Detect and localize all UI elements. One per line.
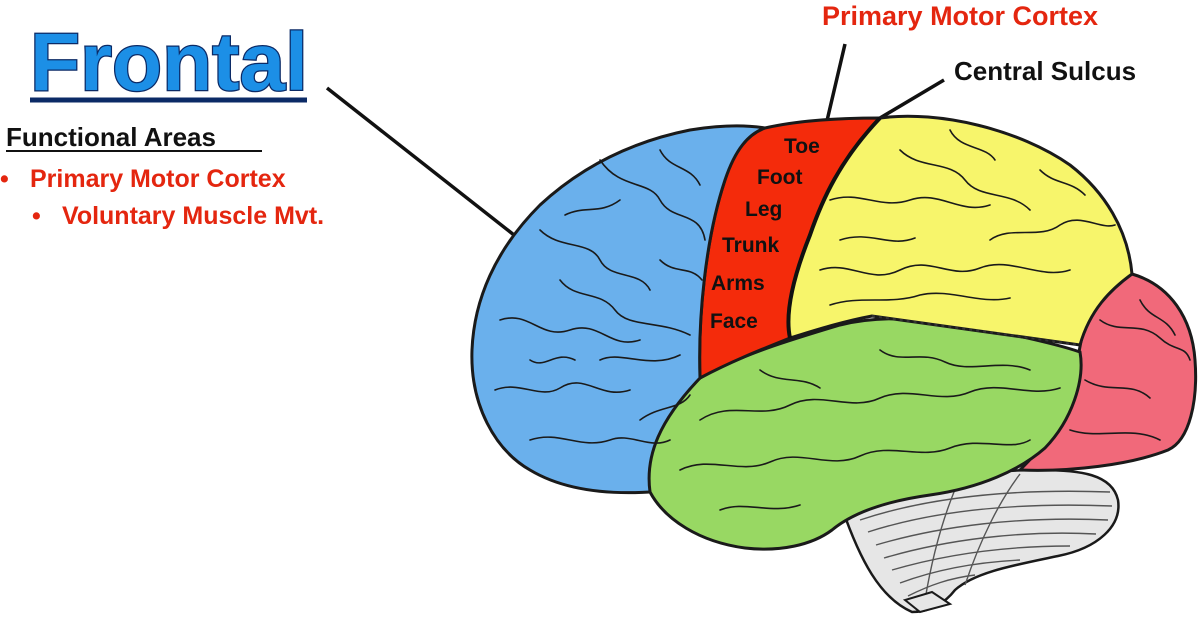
list-item-voluntary-muscle: Voluntary Muscle Mvt.: [62, 202, 324, 230]
motor-label-toe: Toe: [784, 135, 820, 158]
list-item-primary-motor-cortex: Primary Motor Cortex: [30, 165, 286, 193]
lobe-boundary-dotted: [871, 315, 1081, 346]
central-sulcus-leader-line: [879, 78, 945, 120]
motor-label-leg: Leg: [745, 198, 782, 221]
motor-label-face: Face: [710, 310, 758, 333]
cerebellum: [840, 468, 1120, 614]
list-bullet-1: •: [0, 165, 9, 193]
motor-label-arms: Arms: [711, 272, 765, 295]
central-sulcus-line: [786, 116, 882, 339]
frontal-leader-line: [325, 86, 516, 237]
functional-areas-heading: Functional Areas: [6, 122, 216, 152]
primary-motor-cortex-label: Primary Motor Cortex: [822, 1, 1098, 31]
gyri-lines: [494, 129, 1191, 511]
motor-label-foot: Foot: [757, 166, 802, 189]
diagram-title: Frontal: [30, 17, 308, 108]
motor-cortex-leader-line: [824, 43, 847, 126]
frontal-lobe: [470, 124, 766, 495]
central-sulcus-label: Central Sulcus: [954, 56, 1136, 86]
motor-label-trunk: Trunk: [722, 234, 779, 257]
list-bullet-2: •: [32, 202, 41, 230]
